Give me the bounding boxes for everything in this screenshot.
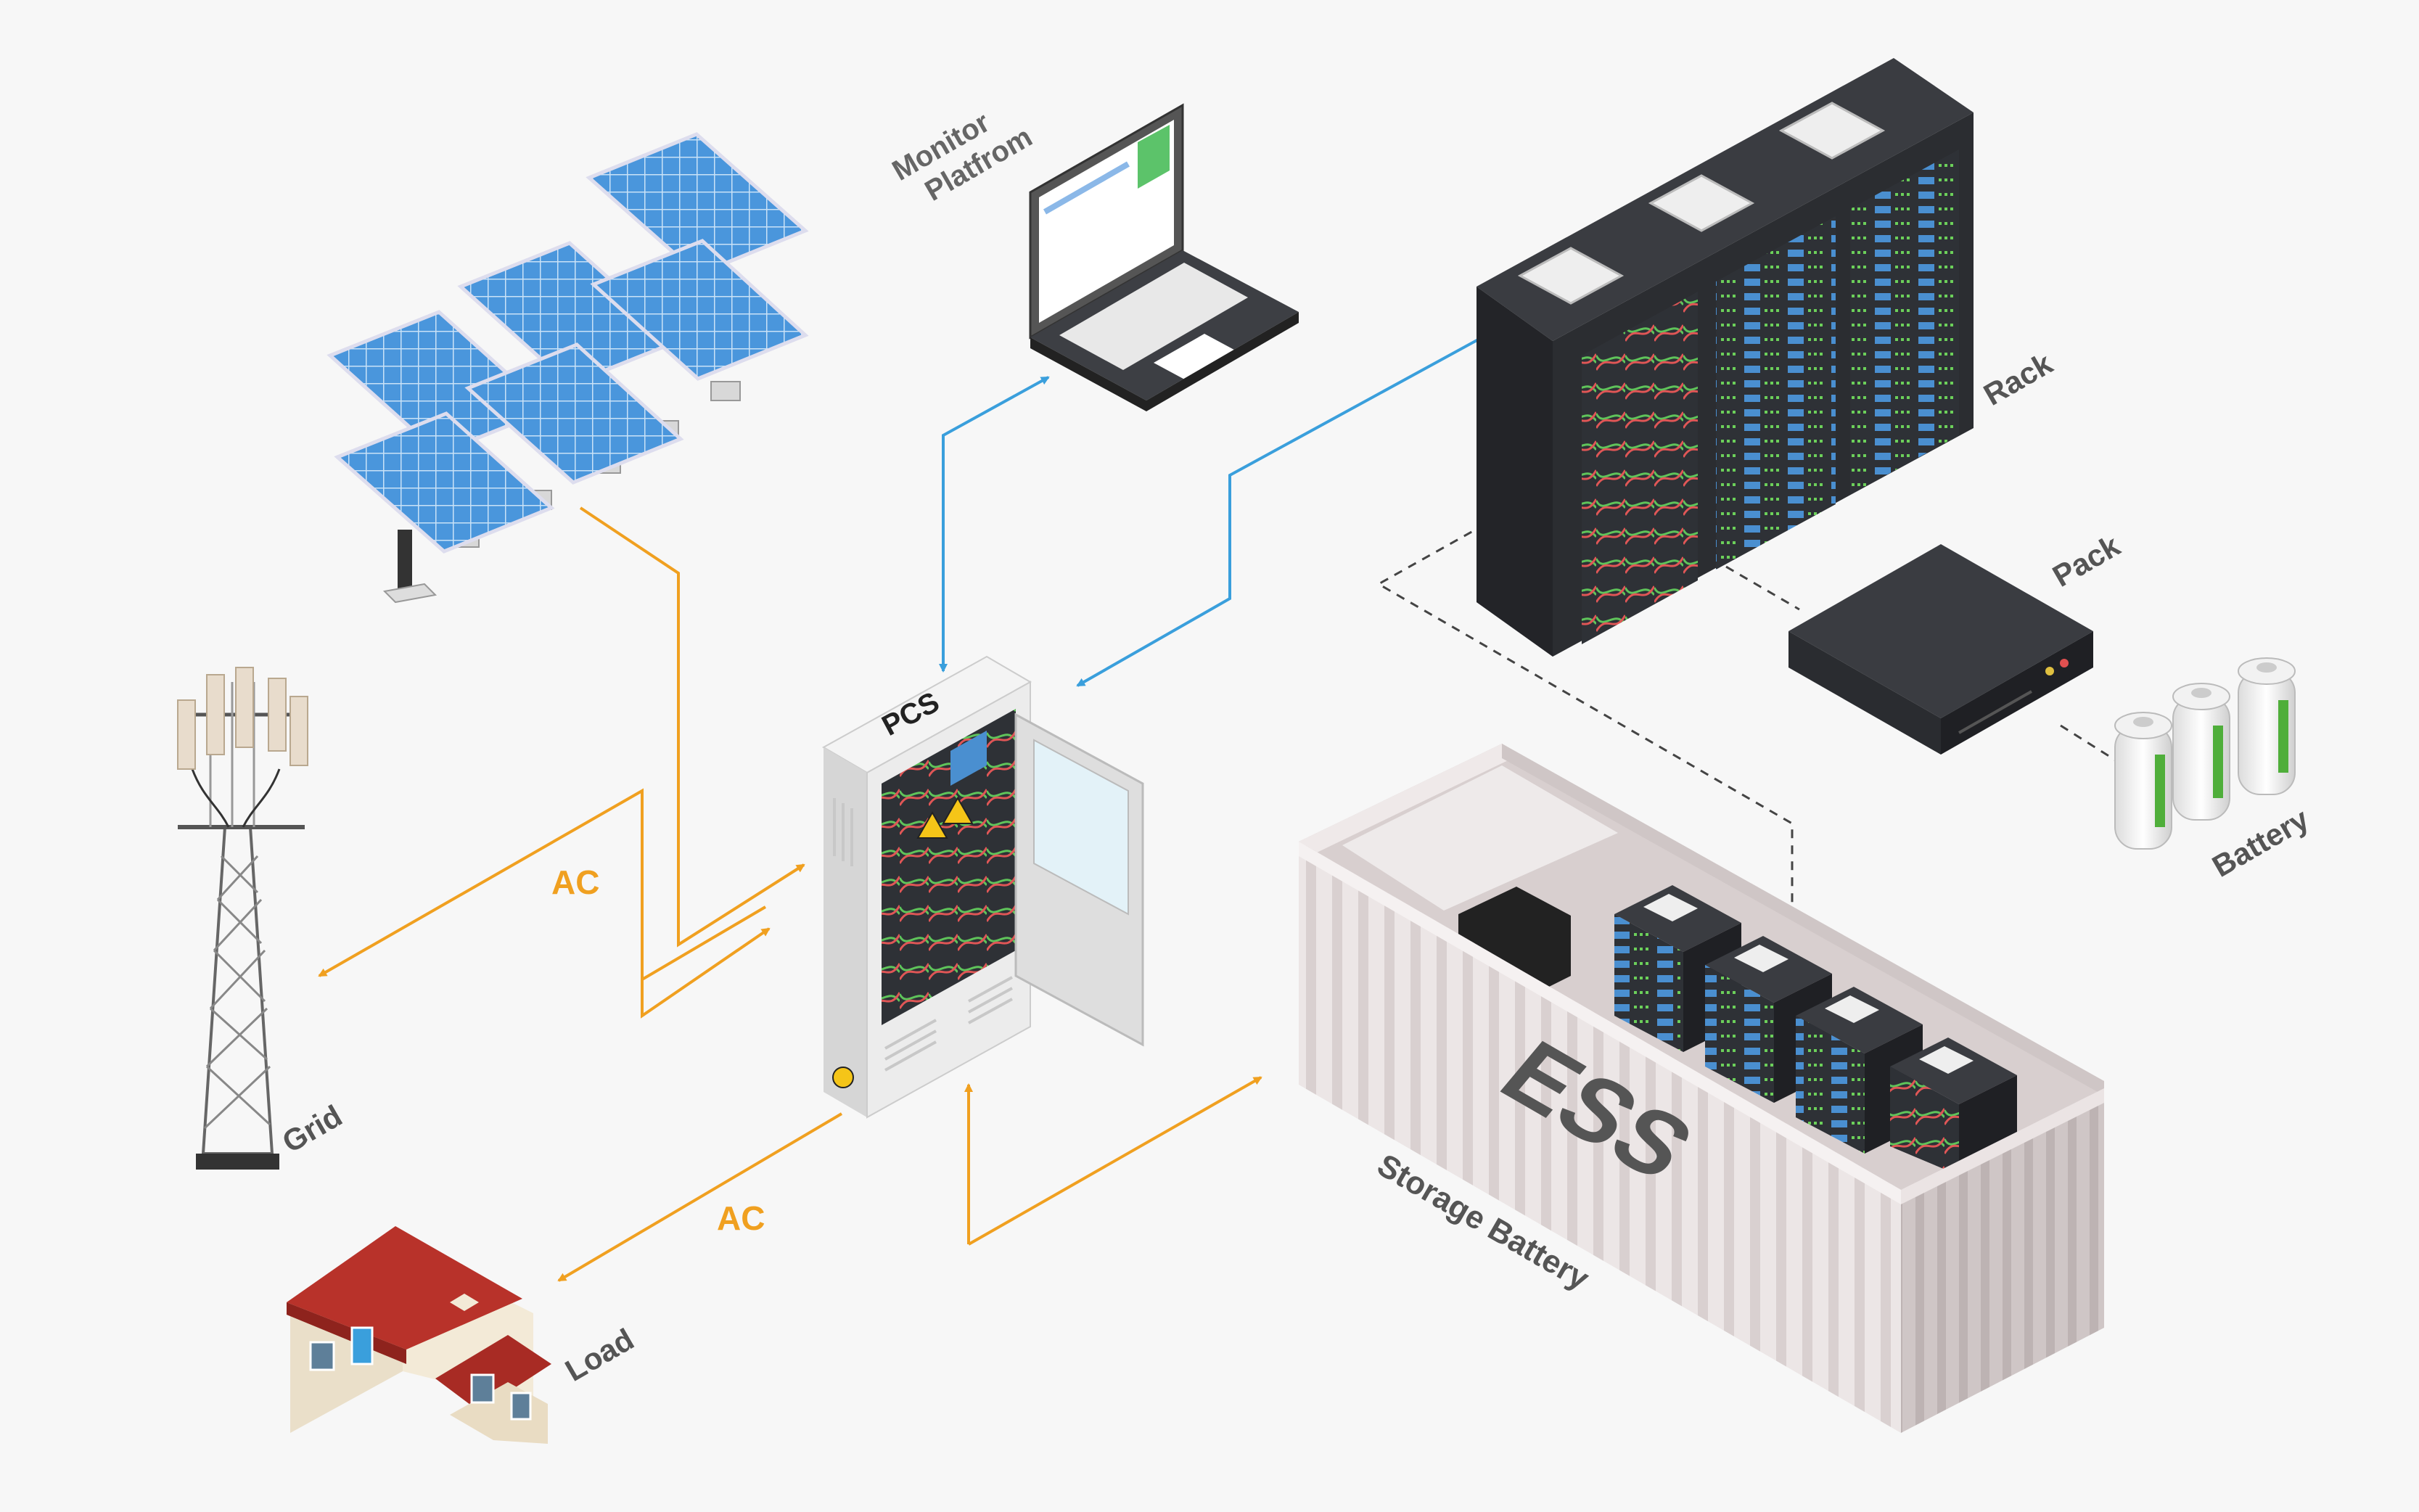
lightning-icon bbox=[832, 1067, 854, 1088]
solar-panel-icon bbox=[326, 132, 809, 554]
rack-label: Rack bbox=[1978, 346, 2058, 412]
ac-label-upper: AC bbox=[551, 863, 599, 901]
data-links bbox=[939, 332, 1490, 687]
pcs-monitor-link bbox=[942, 376, 1050, 667]
battery-group[interactable]: Battery bbox=[2114, 657, 2315, 884]
ess-container-icon bbox=[1299, 744, 2104, 1433]
house-icon bbox=[287, 1226, 551, 1444]
load-label: Load bbox=[559, 1322, 639, 1388]
ac-label-lower: AC bbox=[717, 1199, 765, 1237]
monitor-platform[interactable]: Monitor Platfrom bbox=[887, 103, 1299, 411]
rack-pcs-link bbox=[1076, 332, 1490, 687]
pack-group[interactable]: Pack bbox=[1788, 528, 2126, 755]
laptop-icon bbox=[1029, 103, 1299, 411]
pack-label: Pack bbox=[2047, 528, 2126, 593]
battery-pack-icon bbox=[1788, 544, 2093, 755]
ac-flow-lines bbox=[318, 506, 1262, 1282]
pcs-group[interactable]: PCS bbox=[821, 655, 1144, 1119]
load-group[interactable]: Load bbox=[287, 1226, 639, 1444]
grid-label: Grid bbox=[276, 1098, 348, 1159]
grid-ac-line bbox=[318, 788, 767, 982]
warning-icon bbox=[916, 810, 948, 839]
solar-array bbox=[326, 132, 809, 604]
pcs-to-load-line bbox=[557, 1112, 843, 1282]
server-rack-icon bbox=[1477, 58, 1974, 657]
rack-group[interactable]: Rack bbox=[1477, 58, 2058, 657]
pcs-cabinet-icon bbox=[821, 655, 1144, 1119]
warning-icon bbox=[942, 796, 974, 824]
ess-group[interactable]: ESS Storage Battery bbox=[1299, 744, 2104, 1433]
grid-to-pcs-line bbox=[641, 927, 771, 1019]
battery-cell-icon bbox=[2238, 657, 2296, 795]
solar-to-pcs-line bbox=[579, 506, 805, 948]
battery-cell-icon bbox=[2114, 712, 2172, 850]
battery-cell-icon bbox=[2172, 683, 2230, 821]
pcs-to-ess-line bbox=[968, 1076, 1262, 1246]
telecom-tower-icon bbox=[177, 667, 308, 1170]
grid-group[interactable]: Grid bbox=[177, 667, 348, 1170]
